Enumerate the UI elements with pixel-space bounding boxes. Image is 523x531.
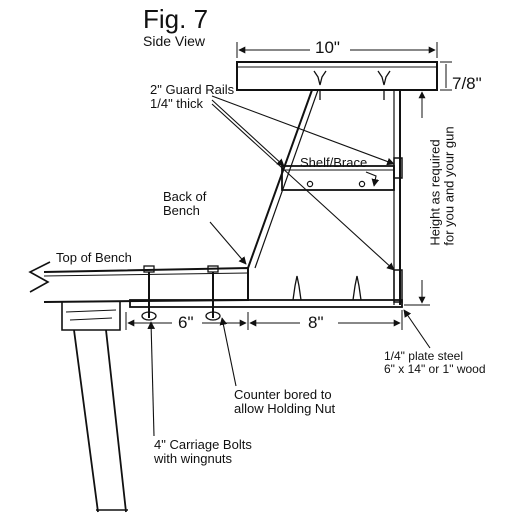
guard-rail-base (393, 269, 403, 303)
counter-bored-label: Counter bored to allow Holding Nut (234, 387, 336, 416)
guard-rails-label: 2" Guard Rails 1/4" thick (150, 82, 235, 111)
leader-carriage-bolts (147, 321, 156, 437)
base-plate (129, 299, 403, 308)
top-of-bench-label: Top of Bench (56, 250, 132, 265)
top-screw-right (377, 70, 391, 86)
height-dimension (404, 89, 430, 306)
leader-guard-rails-3 (211, 95, 395, 166)
carriage-bolt-left (141, 265, 157, 321)
leader-plate (403, 309, 431, 349)
base-length-label: 8" (308, 313, 324, 332)
leader-back-of-bench (209, 221, 247, 265)
figure-subtitle: Side View (143, 33, 206, 49)
bench-offset-label: 6" (178, 313, 194, 332)
figure-title: Fig. 7 (143, 4, 209, 34)
leader-guard-rails-2 (211, 103, 395, 271)
top-width-label: 10" (315, 38, 340, 57)
top-thickness-dimension (440, 61, 452, 91)
diagonal-support-inner (254, 89, 319, 269)
height-label: Height as required for you and your gun (427, 126, 456, 246)
bench-top (43, 266, 249, 303)
diagonal-support-outer (247, 89, 313, 269)
guard-rail-shelf (393, 157, 403, 179)
bench-break (28, 261, 51, 293)
carriage-bolts-label: 4" Carriage Bolts with wingnuts (154, 437, 252, 466)
shelf-brace-label: Shelf/Brace (300, 155, 368, 170)
top-width-dimension (236, 42, 438, 58)
bench-leg (73, 329, 127, 513)
leader-counter-bored (219, 317, 237, 387)
top-board (236, 61, 438, 91)
bench-apron (61, 302, 121, 331)
plate-steel-label: 1/4" plate steel 6" x 14" or 1" wood (384, 349, 486, 376)
base-length-dimension (247, 310, 403, 330)
top-thickness-label: 7/8" (452, 74, 482, 93)
base-screw-left (292, 275, 302, 301)
leader-guard-rails-1 (211, 99, 285, 167)
base-screw-right (352, 275, 362, 301)
leader-shelf-brace (365, 171, 380, 187)
back-of-bench-label: Back of Bench (163, 189, 207, 218)
carriage-bolt-right (205, 265, 221, 321)
top-screw-left (313, 70, 327, 86)
